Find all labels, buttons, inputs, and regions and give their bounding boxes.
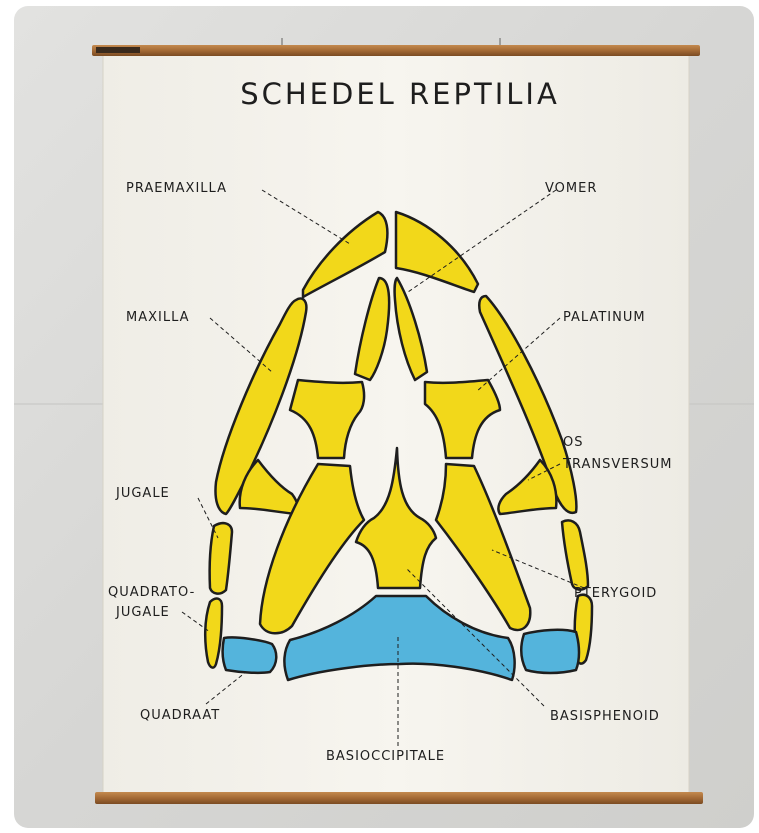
rail-label-strip [96, 47, 140, 53]
label-quadratojugale-line2: JUGALE [115, 605, 170, 620]
label-basioccipitale: BASIOCCIPITALE [326, 749, 445, 764]
label-os-transversum-line1: OS [563, 435, 583, 450]
label-pterygoid: PTERYGOID [574, 586, 657, 601]
bottom-wooden-rail [95, 792, 703, 804]
bone-quadraat-left [223, 637, 277, 672]
label-palatinum: PALATINUM [563, 310, 646, 325]
label-basisphenoid: BASISPHENOID [550, 709, 660, 724]
bone-quadraat-right [521, 630, 579, 673]
top-wooden-rail [92, 45, 700, 56]
chart-paper [103, 53, 689, 797]
label-quadraat: QUADRAAT [140, 708, 220, 723]
chart-title: SCHEDEL REPTILIA [240, 77, 560, 111]
label-quadratojugale-line1: QUADRATO- [108, 585, 195, 600]
label-jugale: JUGALE [115, 486, 170, 501]
label-vomer: VOMER [545, 181, 597, 196]
label-praemaxilla: PRAEMAXILLA [126, 181, 227, 196]
label-os-transversum-line2: TRANSVERSUM [562, 457, 672, 472]
label-maxilla: MAXILLA [126, 310, 190, 325]
